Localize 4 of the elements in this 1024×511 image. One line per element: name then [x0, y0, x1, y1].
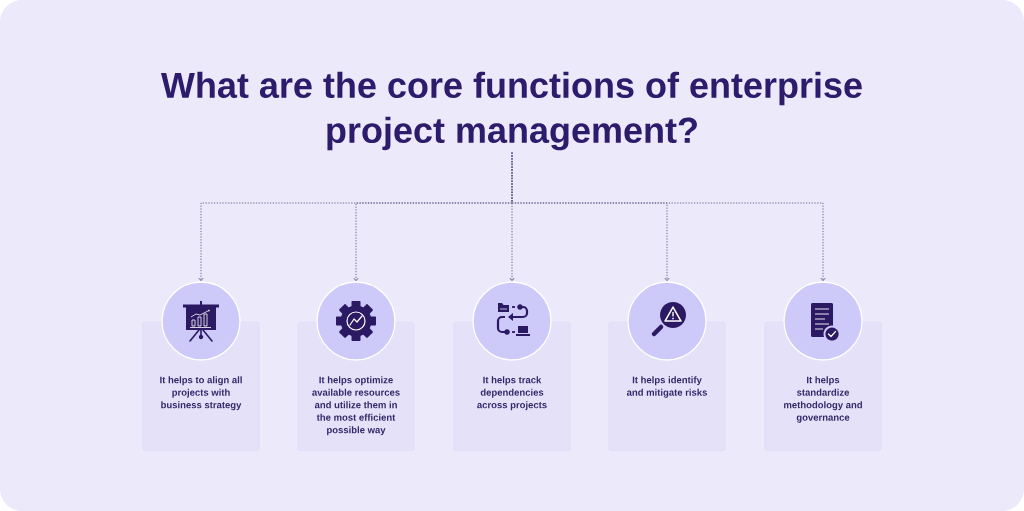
icon-circle [472, 281, 552, 361]
arrow [511, 152, 826, 282]
heading: What are the core functions of enterprise project management? [160, 71, 862, 151]
icon-circle [627, 281, 707, 361]
